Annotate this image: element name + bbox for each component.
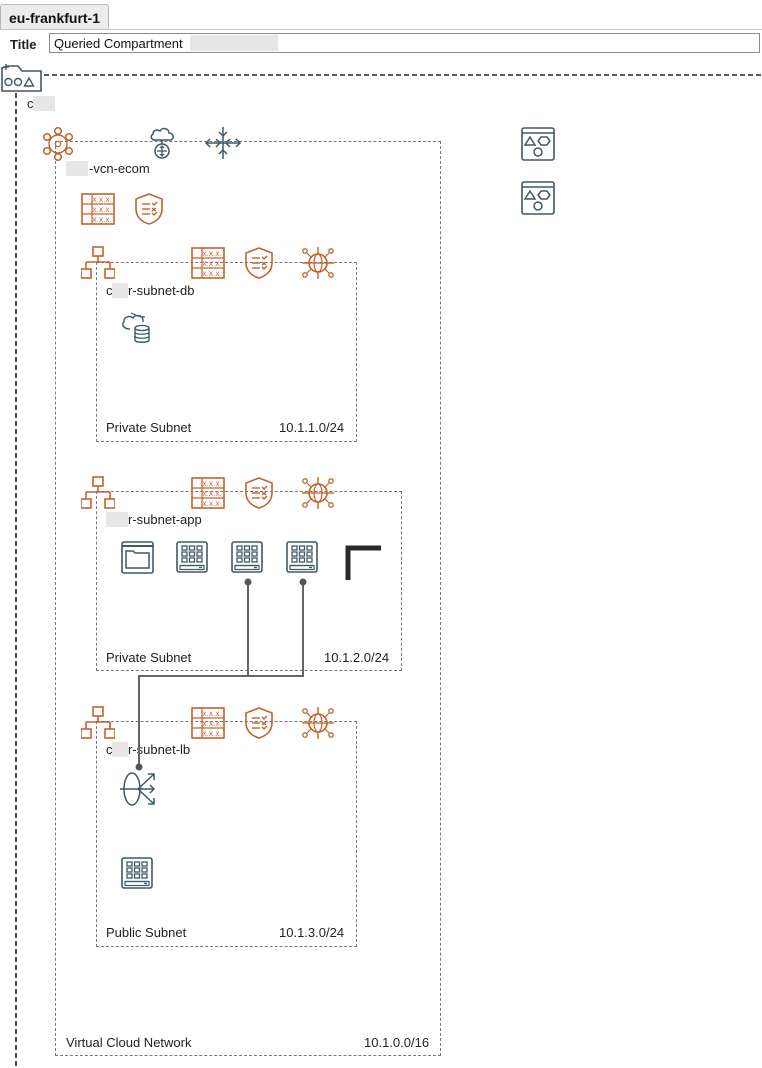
redacted-text <box>106 512 128 527</box>
subnet-db-type: Private Subnet <box>106 420 192 435</box>
region-tab-label: eu-frankfurt-1 <box>9 10 101 26</box>
compartment-boundary <box>15 74 762 1068</box>
subnet-lb-container[interactable] <box>96 721 357 947</box>
file-storage-icon[interactable] <box>121 541 154 574</box>
connector-lb-to-app-2 <box>248 582 304 677</box>
region-tab[interactable]: eu-frankfurt-1 <box>0 4 110 30</box>
redacted-text <box>33 96 55 111</box>
internet-gateway-icon[interactable] <box>149 126 177 160</box>
tab-divider <box>0 29 762 30</box>
compartment-name: c <box>27 96 34 111</box>
redacted-text <box>112 742 128 757</box>
vcn-type-label: Virtual Cloud Network <box>66 1035 192 1050</box>
connector-endpoint <box>135 763 143 771</box>
connector-lb-to-app-1 <box>138 582 249 767</box>
vcn-cidr: 10.1.0.0/16 <box>364 1035 430 1050</box>
instance-pool-icon[interactable] <box>521 127 555 161</box>
subnet-app-name: r-subnet-app <box>128 512 202 527</box>
service-gateway-icon[interactable] <box>204 127 242 159</box>
vcn-icon[interactable] <box>40 126 76 162</box>
redacted-text <box>112 283 128 298</box>
connector-endpoint <box>244 578 252 586</box>
corner-marker-icon <box>345 545 381 580</box>
subnet-db-container[interactable] <box>96 262 357 442</box>
redacted-text <box>66 161 88 176</box>
database-icon[interactable] <box>120 311 154 345</box>
compartment-icon[interactable] <box>0 61 44 93</box>
connector-endpoint <box>299 578 307 586</box>
subnet-db-cidr: 10.1.1.0/24 <box>279 420 345 435</box>
instance-pool-icon[interactable] <box>521 181 555 215</box>
vcn-container[interactable] <box>55 141 441 1056</box>
vcn-name: -vcn-ecom <box>89 161 150 176</box>
subnet-lb-type: Public Subnet <box>106 925 187 940</box>
load-balancer-icon[interactable] <box>120 770 156 808</box>
title-label: Title <box>10 37 37 52</box>
subnet-app-cidr: 10.1.2.0/24 <box>324 650 390 665</box>
redacted-text <box>190 35 278 51</box>
subnet-app-type: Private Subnet <box>106 650 192 665</box>
subnet-lb-name-prefix: c <box>106 742 113 757</box>
subnet-db-name-prefix: c <box>106 283 113 298</box>
subnet-lb-cidr: 10.1.3.0/24 <box>279 925 345 940</box>
subnet-lb-name: r-subnet-lb <box>128 742 191 757</box>
subnet-db-name: r-subnet-db <box>128 283 195 298</box>
